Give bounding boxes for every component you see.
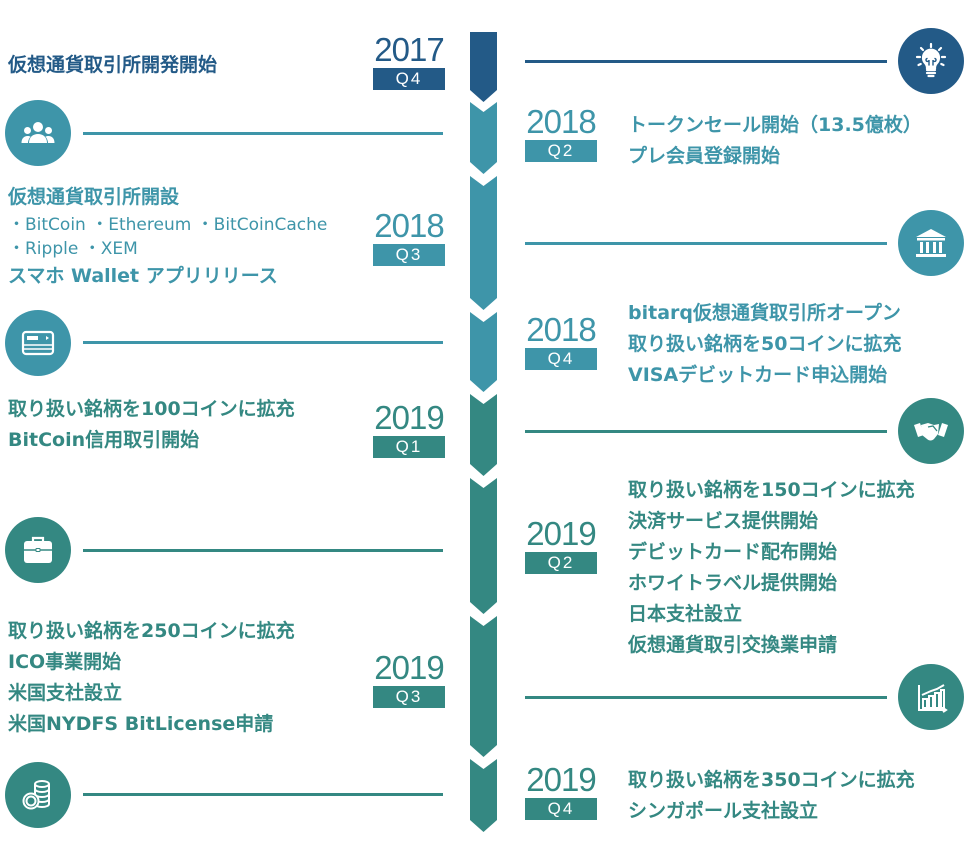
milestone-line: 取り扱い銘柄を350コインに拡充 xyxy=(628,769,915,791)
timeline-segment-2018-q4 xyxy=(470,312,497,392)
milestone-text-2018-q2: トークンセール開始（13.5億枚） プレ会員登録開始 xyxy=(628,110,922,172)
milestone-text-2018-q4: bitarq仮想通貨取引所オープン 取り扱い銘柄を50コインに拡充 VISAデビ… xyxy=(628,298,901,391)
bank-icon xyxy=(898,210,964,276)
milestone-line: 取り扱い銘柄を250コインに拡充 xyxy=(8,620,295,642)
year-label: 2019 xyxy=(526,761,596,798)
quarter-label: Q4 xyxy=(373,68,445,90)
year-label: 2017 xyxy=(374,31,444,68)
year-badge-2019-q2: 2019 Q2 xyxy=(525,515,597,574)
milestone-line: bitarq仮想通貨取引所オープン xyxy=(628,302,901,324)
quarter-label: Q4 xyxy=(525,348,597,370)
coin-list-row: ・BitCoin ・Ethereum ・BitCoinCache xyxy=(8,215,328,235)
quarter-label: Q4 xyxy=(525,798,597,820)
lightbulb-icon xyxy=(898,28,964,94)
year-badge-2019-q4: 2019 Q4 xyxy=(525,761,597,820)
quarter-label: Q1 xyxy=(373,436,445,458)
milestone-text-2017-q4: 仮想通貨取引所開発開始 xyxy=(8,50,217,81)
connector-line xyxy=(525,60,887,63)
milestone-title: 仮想通貨取引所開設 xyxy=(8,186,180,208)
timeline-segment-2017-q4 xyxy=(470,32,497,102)
connector-line xyxy=(525,242,887,245)
milestone-line: 決済サービス提供開始 xyxy=(628,510,819,532)
milestone-line: トークンセール開始（13.5億枚） xyxy=(628,114,922,136)
timeline-segment-2019-q2 xyxy=(470,478,497,614)
year-label: 2018 xyxy=(526,103,596,140)
milestone-line: BitCoin信用取引開始 xyxy=(8,429,200,451)
coin-list-row: ・Ripple ・XEM xyxy=(8,239,138,259)
timeline-segment-2018-q2 xyxy=(470,102,497,174)
year-label: 2018 xyxy=(374,207,444,244)
year-badge-2019-q1: 2019 Q1 xyxy=(373,399,445,458)
connector-line xyxy=(83,341,443,344)
year-badge-2018-q4: 2018 Q4 xyxy=(525,311,597,370)
users-icon xyxy=(5,100,71,166)
quarter-label: Q3 xyxy=(373,244,445,266)
milestone-text-2019-q4: 取り扱い銘柄を350コインに拡充 シンガポール支社設立 xyxy=(628,765,915,827)
milestone-line: 米国支社設立 xyxy=(8,682,123,704)
quarter-label: Q3 xyxy=(373,686,445,708)
growth-chart-icon xyxy=(898,664,964,730)
coins-icon xyxy=(5,762,71,828)
connector-line xyxy=(83,793,443,796)
handshake-icon xyxy=(898,398,964,464)
milestone-line: スマホ Wallet アプリリリース xyxy=(8,265,278,287)
year-badge-2018-q2: 2018 Q2 xyxy=(525,103,597,162)
timeline-segment-2018-q3 xyxy=(470,176,497,310)
quarter-label: Q2 xyxy=(525,140,597,162)
year-label: 2019 xyxy=(374,399,444,436)
milestone-line: シンガポール支社設立 xyxy=(628,800,819,822)
milestone-line: 仮想通貨取引所開発開始 xyxy=(8,54,218,76)
milestone-text-2019-q2: 取り扱い銘柄を150コインに拡充 決済サービス提供開始 デビットカード配布開始 … xyxy=(628,475,915,661)
timeline-segment-2019-q1 xyxy=(470,394,497,476)
milestone-text-2018-q3: 仮想通貨取引所開設 ・BitCoin ・Ethereum ・BitCoinCac… xyxy=(8,182,327,292)
milestone-line: 日本支社設立 xyxy=(628,603,743,625)
milestone-line: デビットカード配布開始 xyxy=(628,541,838,563)
connector-line xyxy=(83,132,443,135)
year-label: 2019 xyxy=(526,515,596,552)
connector-line xyxy=(525,430,887,433)
milestone-line: プレ会員登録開始 xyxy=(628,145,781,167)
milestone-line: 米国NYDFS BitLicense申請 xyxy=(8,713,274,735)
year-badge-2017-q4: 2017 Q4 xyxy=(373,31,445,90)
credit-card-icon xyxy=(5,310,71,376)
milestone-line: 取り扱い銘柄を100コインに拡充 xyxy=(8,398,295,420)
milestone-line: 取り扱い銘柄を50コインに拡充 xyxy=(628,333,902,355)
timeline-segment-2019-q4 xyxy=(470,759,497,832)
briefcase-icon xyxy=(5,517,71,583)
timeline-segment-2019-q3 xyxy=(470,616,497,757)
milestone-text-2019-q1: 取り扱い銘柄を100コインに拡充 BitCoin信用取引開始 xyxy=(8,394,295,456)
year-label: 2019 xyxy=(374,649,444,686)
connector-line xyxy=(83,549,443,552)
milestone-line: ICO事業開始 xyxy=(8,651,122,673)
year-badge-2018-q3: 2018 Q3 xyxy=(373,207,445,266)
year-label: 2018 xyxy=(526,311,596,348)
connector-line xyxy=(525,696,887,699)
milestone-line: 取り扱い銘柄を150コインに拡充 xyxy=(628,479,915,501)
quarter-label: Q2 xyxy=(525,552,597,574)
milestone-line: VISAデビットカード申込開始 xyxy=(628,364,888,386)
milestone-line: 仮想通貨取引交換業申請 xyxy=(628,634,838,656)
milestone-line: ホワイトラベル提供開始 xyxy=(628,572,838,594)
milestone-text-2019-q3: 取り扱い銘柄を250コインに拡充 ICO事業開始 米国支社設立 米国NYDFS … xyxy=(8,616,295,740)
year-badge-2019-q3: 2019 Q3 xyxy=(373,649,445,708)
